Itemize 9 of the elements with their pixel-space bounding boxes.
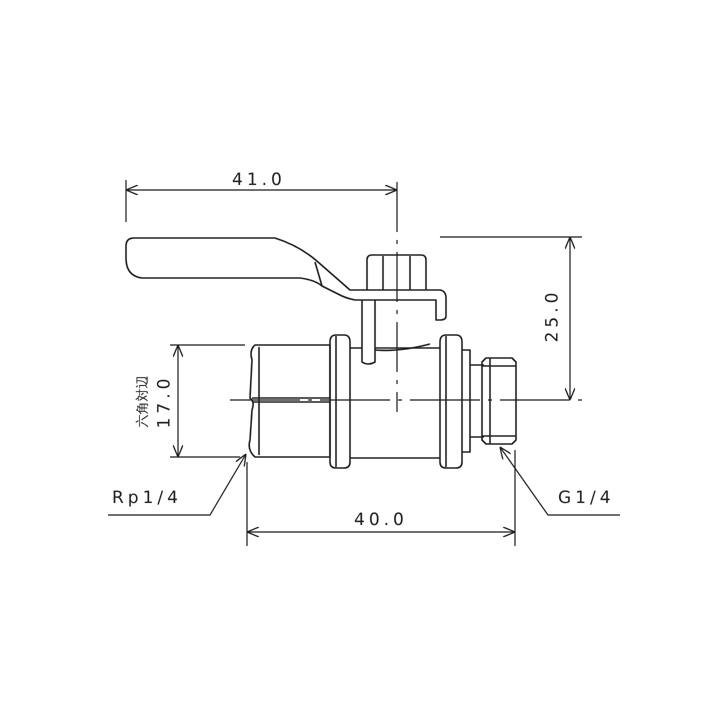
leader-line — [108, 453, 247, 516]
dimension-value: 25.0 — [544, 288, 562, 342]
dimension-value: 41.0 — [232, 172, 286, 189]
dimension-value: 17.0 — [156, 374, 174, 428]
thread-size-label: Rp1/4 — [112, 490, 182, 507]
dimension-value: 40.0 — [354, 512, 408, 529]
dimension-note: 六角対辺 — [136, 375, 150, 427]
thread-size-label: G1/4 — [558, 490, 615, 507]
leader-line — [499, 446, 620, 516]
